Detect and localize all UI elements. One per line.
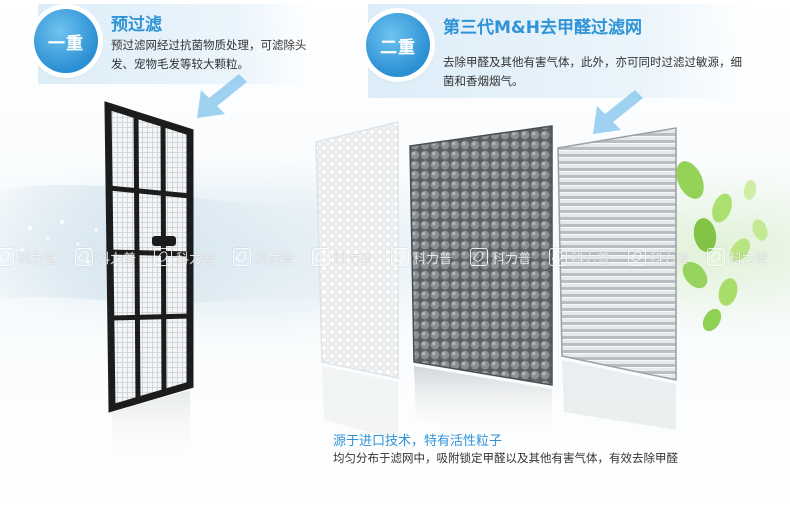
- pre-filter-title: 预过滤: [111, 15, 162, 35]
- layer-two-badge: 二重: [366, 13, 430, 77]
- brand-leaf-icon: [154, 248, 172, 266]
- pre-filter-description: 预过滤网经过抗菌物质处理，可滤除头发、宠物毛发等较大颗粒。: [111, 38, 307, 71]
- formaldehyde-filter-callout: [368, 4, 750, 98]
- pre-filter-frame: [104, 101, 194, 413]
- watermark-row: 科力普 科力普 科力普 科力普 科力普 科力普 科力普 科力普 科力普 科力普: [0, 246, 790, 268]
- watermark: 科力普: [628, 246, 707, 268]
- watermark: 科力普: [154, 246, 233, 268]
- activated-particle-description: 均匀分布于滤网中，吸附锁定甲醛以及其他有害气体，有效去除甲醛: [333, 451, 678, 465]
- brand-leaf-icon: [391, 248, 409, 266]
- brand-leaf-icon: [707, 248, 725, 266]
- brand-leaf-icon: [0, 248, 14, 266]
- watermark: 科力普: [391, 246, 470, 268]
- green-leaves-decoration: [676, 161, 768, 332]
- watermark: 科力普: [0, 246, 75, 268]
- watermark: 科力普: [549, 246, 628, 268]
- watermark: 科力普: [233, 246, 312, 268]
- formaldehyde-filter-title: 第三代M&H去甲醛过滤网: [443, 18, 642, 38]
- arrow-down-left-icon: [593, 90, 643, 134]
- pleated-filter-layer: [557, 127, 677, 381]
- white-foam-layer: [315, 121, 399, 379]
- brand-leaf-icon: [549, 248, 567, 266]
- brand-leaf-icon: [470, 248, 488, 266]
- layer-one-badge: 一重: [34, 9, 98, 73]
- watermark: 科力普: [470, 246, 549, 268]
- brand-leaf-icon: [628, 248, 646, 266]
- brand-leaf-icon: [233, 248, 251, 266]
- activated-particle-title: 源于进口技术，特有活性粒子: [333, 434, 503, 449]
- brand-leaf-icon: [312, 248, 330, 266]
- arrow-down-left-icon: [197, 74, 247, 118]
- watermark: 科力普: [75, 246, 154, 268]
- watermark: 科力普: [312, 246, 391, 268]
- formaldehyde-filter-description: 去除甲醛及其他有害气体，此外，亦可同时过滤过敏源，细菌和香烟烟气。: [443, 55, 742, 88]
- watermark: 科力普: [707, 246, 786, 268]
- brand-leaf-icon: [75, 248, 93, 266]
